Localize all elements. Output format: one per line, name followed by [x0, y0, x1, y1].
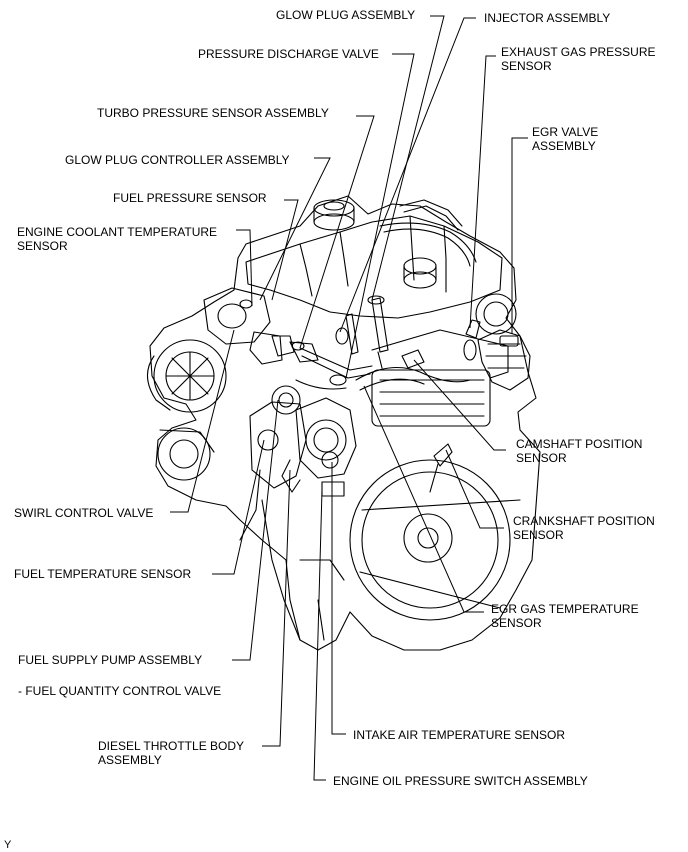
leader-lines [170, 15, 528, 781]
label-diesel-throttle-body-assembly: DIESEL THROTTLE BODY ASSEMBLY [98, 739, 244, 767]
label-line: CRANKSHAFT POSITION [513, 514, 655, 528]
injector [371, 297, 389, 353]
engine-block-outline [149, 195, 541, 651]
label-line: ASSEMBLY [532, 139, 596, 153]
label-line: CAMSHAFT POSITION [516, 437, 643, 451]
label-intake-air-temperature-sensor: INTAKE AIR TEMPERATURE SENSOR [353, 728, 566, 742]
crankshaft-pulley [349, 459, 511, 621]
intake-manifold [371, 369, 491, 427]
label-glow-plug-assembly: GLOW PLUG ASSEMBLY [276, 8, 416, 22]
label-fuel-quantity-control-valve: - FUEL QUANTITY CONTROL VALVE [18, 684, 222, 698]
label-egr-gas-temperature-sensor: EGR GAS TEMPERATURE SENSOR [491, 602, 639, 630]
head-cover [245, 215, 503, 319]
label-egr-valve-assembly: EGR VALVE ASSEMBLY [532, 125, 598, 153]
label-fuel-pressure-sensor: FUEL PRESSURE SENSOR [113, 191, 267, 205]
label-fuel-supply-pump-assembly: FUEL SUPPLY PUMP ASSEMBLY [18, 653, 203, 667]
label-fuel-temperature-sensor: FUEL TEMPERATURE SENSOR [14, 567, 192, 581]
label-turbo-pressure-sensor-assembly: TURBO PRESSURE SENSOR ASSEMBLY [97, 106, 329, 120]
turbocharger [153, 339, 227, 413]
fuel-supply-pump [249, 401, 307, 489]
label-line: ASSEMBLY [98, 753, 162, 767]
label-line: SENSOR [17, 239, 68, 253]
crankshaft-sensor [433, 443, 453, 467]
label-line: SENSOR [513, 528, 564, 542]
label-injector-assembly: INJECTOR ASSEMBLY [484, 11, 611, 25]
corner-mark: Y [4, 839, 12, 851]
label-line: EXHAUST GAS PRESSURE [501, 45, 656, 59]
diesel-throttle-body [295, 397, 357, 479]
label-line: EGR GAS TEMPERATURE [491, 602, 639, 616]
label-line: SENSOR [501, 59, 552, 73]
label-camshaft-position-sensor: CAMSHAFT POSITION SENSOR [516, 437, 642, 465]
label-line: ENGINE COOLANT TEMPERATURE [17, 225, 218, 239]
label-engine-coolant-temperature-sensor: ENGINE COOLANT TEMPERATURE SENSOR [17, 225, 217, 253]
glow-plug-controller [203, 287, 271, 345]
label-line: DIESEL THROTTLE BODY [98, 739, 245, 753]
label-crankshaft-position-sensor: CRANKSHAFT POSITION SENSOR [513, 514, 655, 542]
egr-valve-body [475, 293, 517, 335]
label-exhaust-gas-pressure-sensor: EXHAUST GAS PRESSURE SENSOR [501, 45, 656, 73]
label-pressure-discharge-valve: PRESSURE DISCHARGE VALVE [198, 47, 379, 61]
label-line: SENSOR [516, 451, 567, 465]
label-engine-oil-pressure-switch-assembly: ENGINE OIL PRESSURE SWITCH ASSEMBLY [333, 774, 588, 788]
label-line: EGR VALVE [532, 125, 599, 139]
engine-illustration [146, 195, 541, 651]
label-glow-plug-controller-assembly: GLOW PLUG CONTROLLER ASSEMBLY [65, 153, 290, 167]
label-line: SENSOR [491, 616, 542, 630]
label-swirl-control-valve: SWIRL CONTROL VALVE [14, 506, 154, 520]
